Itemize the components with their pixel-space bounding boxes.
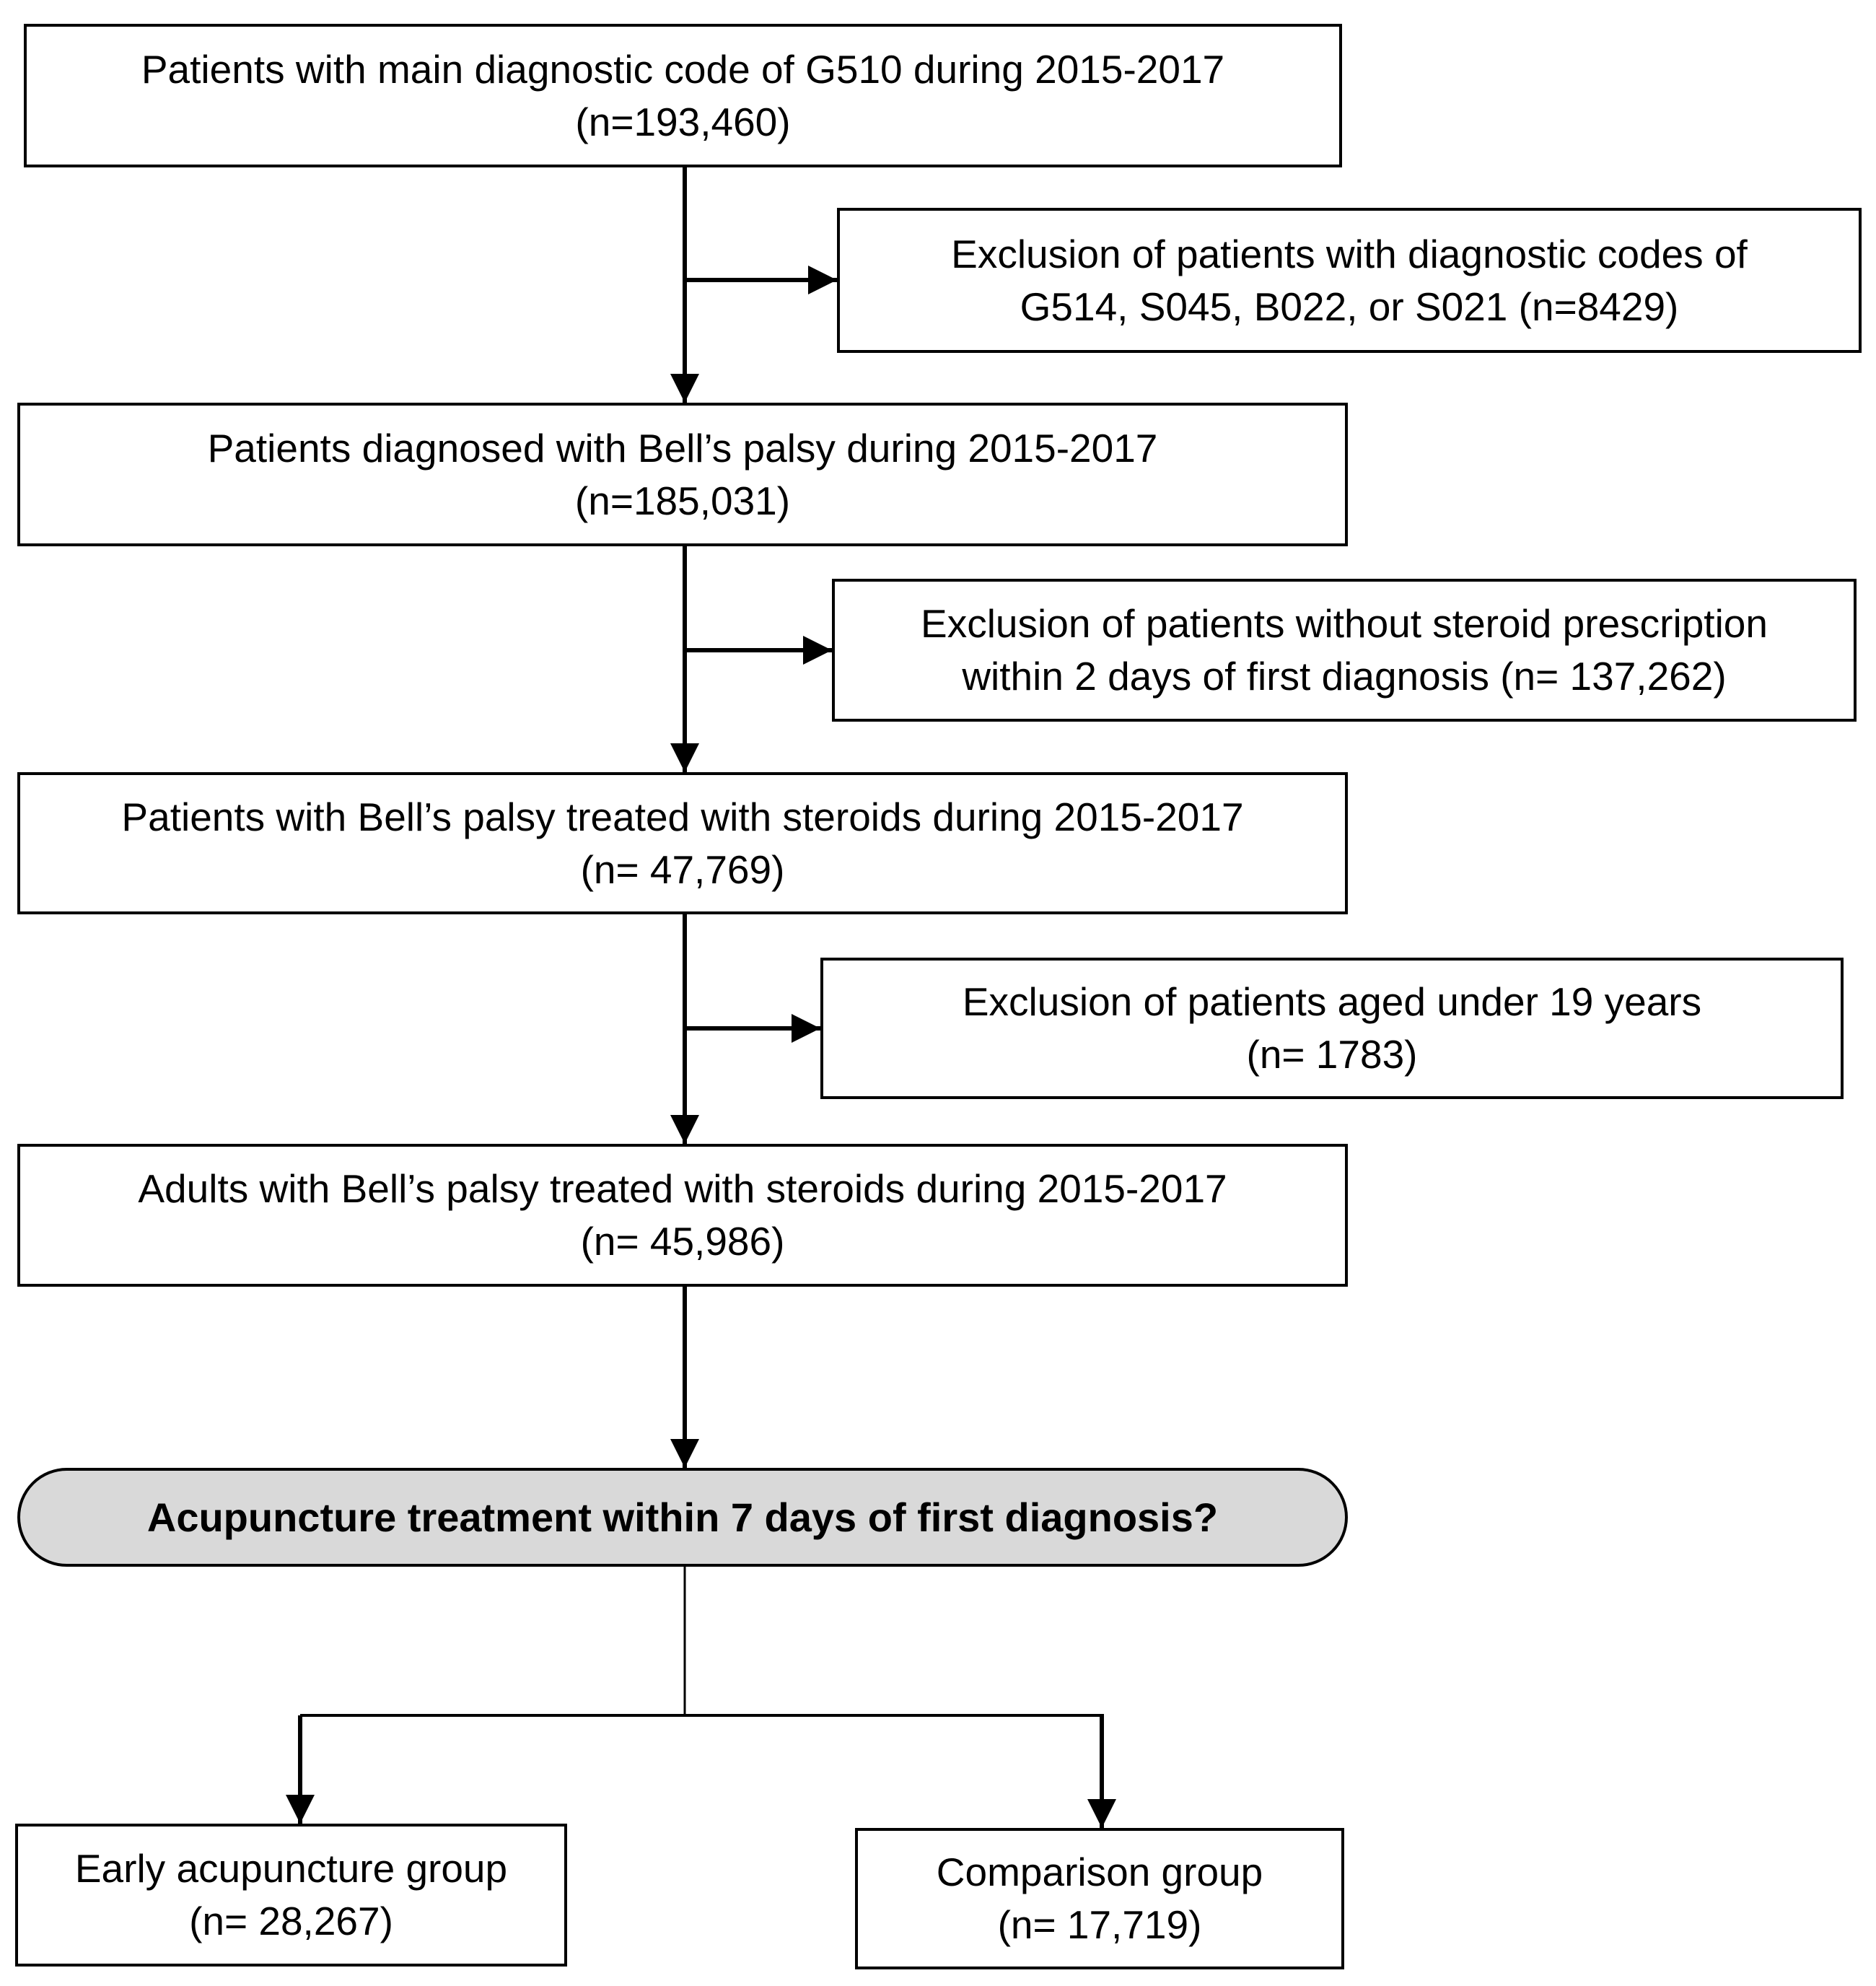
- box-steroid-treated-patients-line1: Patients with Bell’s palsy treated with …: [121, 794, 1244, 839]
- decision-label: Acupuncture treatment within 7 days of f…: [146, 1495, 1219, 1540]
- box-exclusion-diagnostic-codes-line1: Exclusion of patients with diagnostic co…: [951, 231, 1748, 276]
- box-early-acupuncture-group-line2: (n= 28,267): [189, 1899, 393, 1943]
- box-exclusion-no-steroid: Exclusion of patients without steroid pr…: [832, 579, 1857, 722]
- box-steroid-treated-patients-line2: (n= 47,769): [580, 847, 785, 892]
- box-bells-palsy-patients-line1: Patients diagnosed with Bell’s palsy dur…: [207, 425, 1158, 471]
- box-exclusion-diagnostic-codes: Exclusion of patients with diagnostic co…: [837, 208, 1862, 353]
- box-initial-patients: Patients with main diagnostic code of G5…: [24, 24, 1342, 167]
- box-comparison-group: Comparison group (n= 17,719): [855, 1828, 1344, 1969]
- box-bells-palsy-patients-line2: (n=185,031): [574, 478, 791, 523]
- box-exclusion-under-19-line2: (n= 1783): [1246, 1032, 1418, 1077]
- box-early-acupuncture-group: Early acupuncture group (n= 28,267): [15, 1824, 567, 1967]
- box-exclusion-diagnostic-codes-line2: G514, S045, B022, or S021 (n=8429): [1020, 284, 1679, 329]
- decision-acupuncture-within-7-days: Acupuncture treatment within 7 days of f…: [17, 1468, 1348, 1567]
- box-initial-patients-line2: (n=193,460): [575, 99, 791, 144]
- box-adult-patients-line1: Adults with Bell’s palsy treated with st…: [138, 1166, 1227, 1212]
- box-exclusion-no-steroid-line1: Exclusion of patients without steroid pr…: [921, 601, 1768, 647]
- box-adult-patients: Adults with Bell’s palsy treated with st…: [17, 1144, 1348, 1287]
- box-exclusion-no-steroid-line2: within 2 days of first diagnosis (n= 137…: [962, 654, 1727, 699]
- box-comparison-group-line2: (n= 17,719): [997, 1902, 1202, 1947]
- box-exclusion-under-19-line1: Exclusion of patients aged under 19 year…: [962, 979, 1702, 1025]
- box-initial-patients-line1: Patients with main diagnostic code of G5…: [141, 46, 1225, 92]
- box-steroid-treated-patients: Patients with Bell’s palsy treated with …: [17, 772, 1348, 914]
- box-early-acupuncture-group-line1: Early acupuncture group: [74, 1846, 508, 1891]
- box-bells-palsy-patients: Patients diagnosed with Bell’s palsy dur…: [17, 403, 1348, 546]
- box-comparison-group-line1: Comparison group: [936, 1850, 1263, 1895]
- box-adult-patients-line2: (n= 45,986): [580, 1219, 785, 1264]
- box-exclusion-under-19: Exclusion of patients aged under 19 year…: [820, 958, 1844, 1099]
